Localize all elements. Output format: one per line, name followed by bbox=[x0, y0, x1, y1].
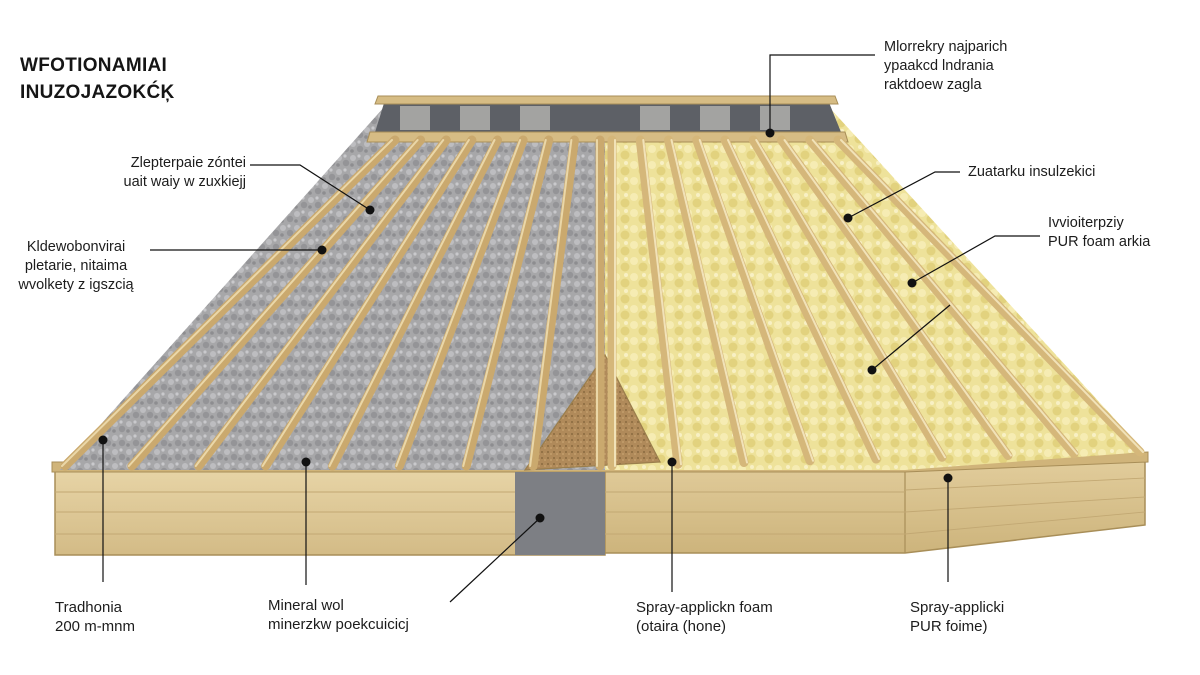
rafter-left bbox=[60, 135, 400, 471]
title-line-1: WFOTIONAMIAI bbox=[20, 55, 168, 76]
label-bottom-3: Spray-applickn foam (otaira (hone) bbox=[636, 599, 773, 635]
label-left-2: Kldewobonvirai pletarie, nitaima wvolket… bbox=[18, 239, 134, 293]
rafter-left-highlight bbox=[61, 139, 393, 467]
label-bottom-4: Spray-applicki PUR foime) bbox=[910, 599, 1005, 635]
rafter-left bbox=[394, 135, 528, 471]
label-left-1: Zlepterpaie zóntei uait waiy w zuxkiejj bbox=[123, 155, 247, 190]
label-right-1: Zuatarku insulzekici bbox=[968, 164, 1096, 180]
rafter-left bbox=[461, 135, 554, 471]
rafter-right-highlight bbox=[840, 139, 1144, 453]
rafter-left-highlight bbox=[261, 139, 470, 467]
rafter-right bbox=[635, 135, 683, 469]
rafter-right-highlight bbox=[670, 139, 748, 464]
rafter-right bbox=[777, 135, 1013, 460]
rafter-left-highlight bbox=[194, 139, 445, 467]
rafter-left-highlight bbox=[395, 139, 522, 467]
rafter-left bbox=[528, 135, 579, 471]
label-bottom-1: Tradhonia 200 m-mnm bbox=[55, 599, 136, 635]
rafter-right-highlight bbox=[755, 139, 946, 459]
rafter-right-highlight bbox=[698, 139, 814, 462]
label-ridge-membrane: Mlorrekry najparich ypaakcd lndrania rak… bbox=[884, 39, 1008, 93]
rafter-right bbox=[692, 135, 815, 466]
diagram-title: WFOTIONAMIAI INUZOJAZOKĆĶ bbox=[20, 52, 175, 106]
rafter-left bbox=[328, 135, 502, 471]
rafter-left bbox=[194, 135, 451, 471]
rafter-right-highlight bbox=[783, 139, 1012, 457]
rafter-right bbox=[664, 135, 749, 467]
rafter-left-highlight bbox=[127, 139, 419, 467]
rafter-right-highlight bbox=[642, 139, 682, 466]
rafter-left-highlight bbox=[529, 139, 573, 467]
rafter-right bbox=[833, 135, 1145, 457]
rafter-right bbox=[805, 135, 1079, 459]
label-right-2: Ivvioiterpziy PUR foam arkia bbox=[1048, 215, 1151, 250]
rafter-left-highlight bbox=[462, 139, 547, 467]
rafter-right bbox=[720, 135, 881, 464]
rafter-right-highlight bbox=[811, 139, 1078, 455]
title-line-2: INUZOJAZOKĆĶ bbox=[20, 82, 175, 103]
rafter-left bbox=[261, 135, 477, 471]
rafter-right-highlight bbox=[727, 139, 880, 460]
rafter-left bbox=[127, 135, 426, 471]
rafter-right bbox=[748, 135, 947, 462]
label-bottom-2: Mineral wol minerzkw poekcuicicj bbox=[268, 597, 409, 633]
rafter-left-highlight bbox=[328, 139, 496, 467]
